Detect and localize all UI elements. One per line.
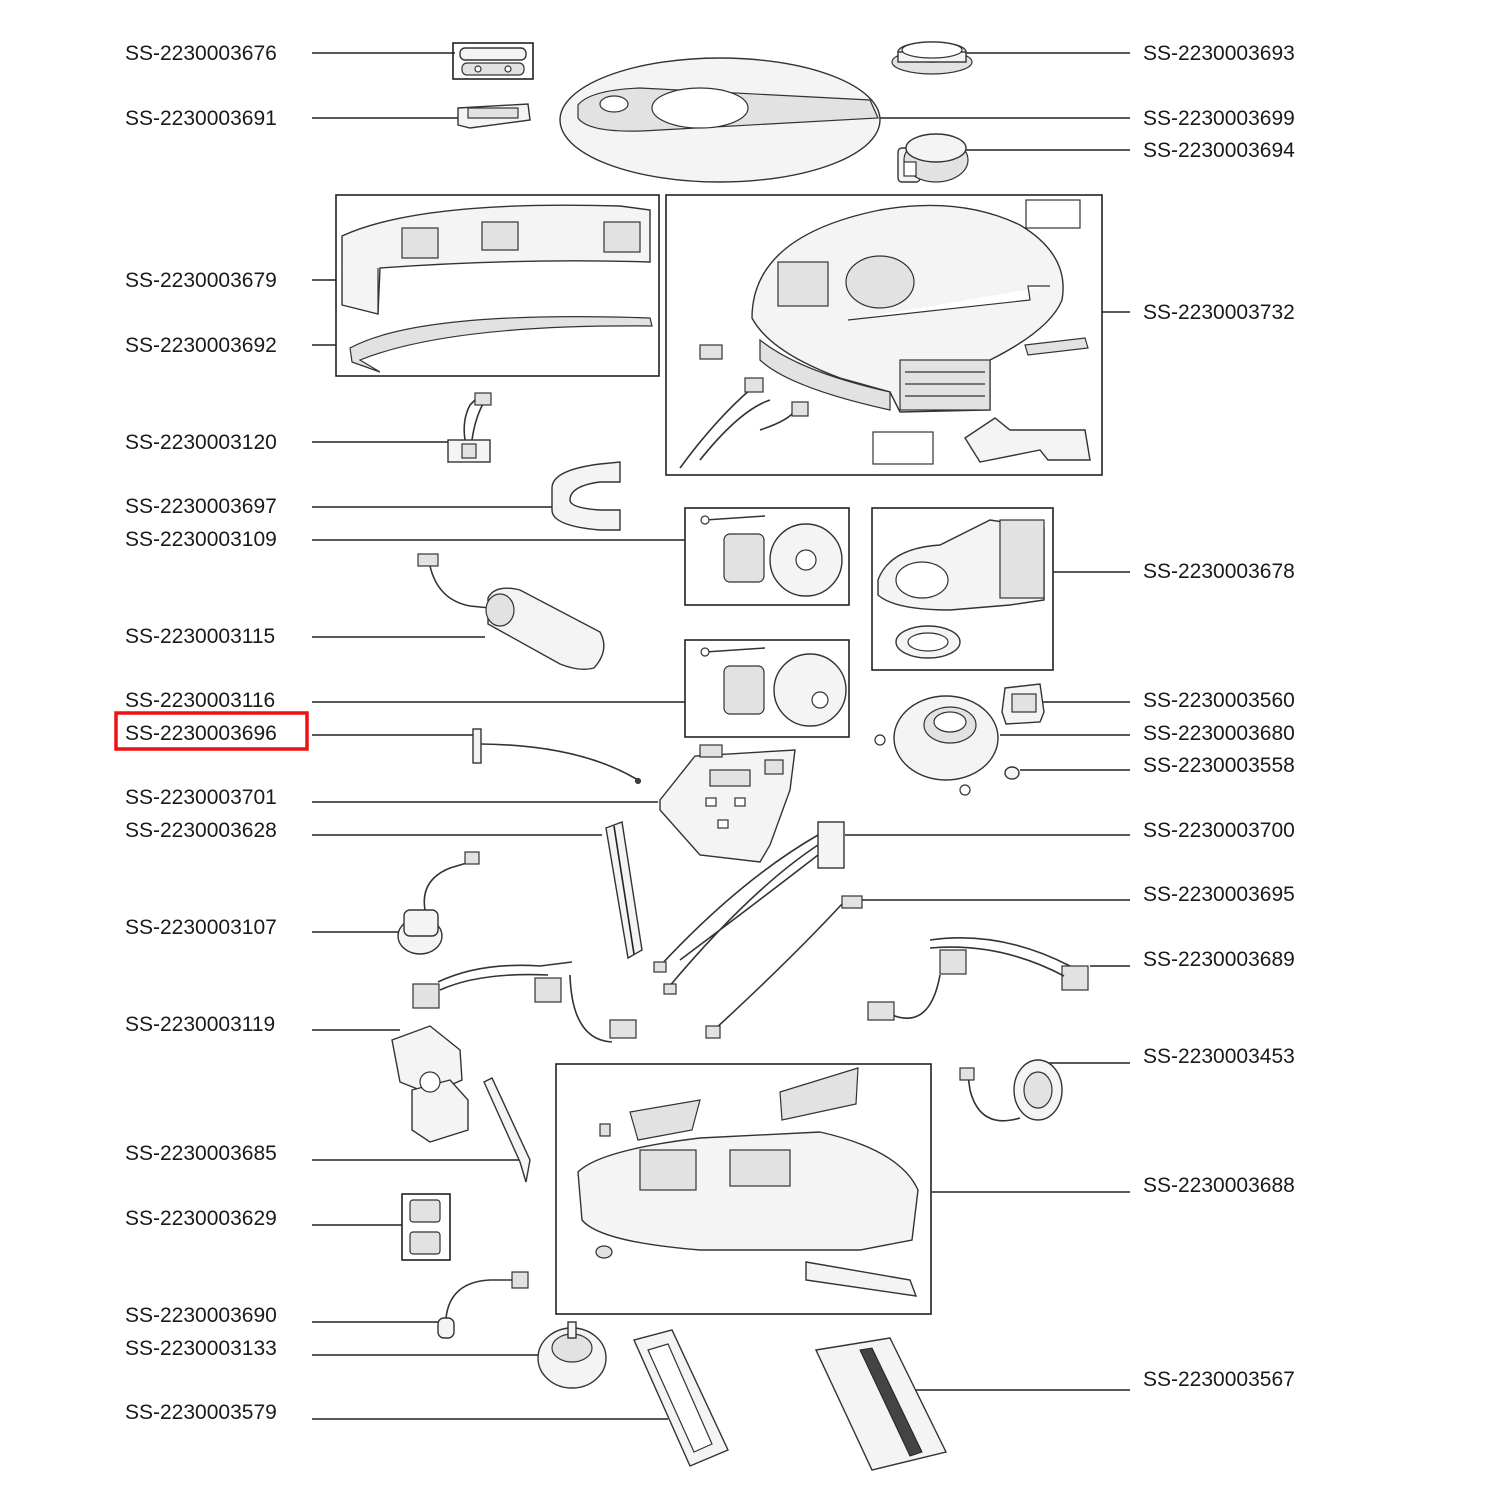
part-label-3691[interactable]: SS-2230003691 — [125, 107, 277, 130]
part-label-3676[interactable]: SS-2230003676 — [125, 42, 277, 65]
part-label-3732[interactable]: SS-2230003732 — [1143, 301, 1295, 324]
part-label-3701[interactable]: SS-2230003701 — [125, 786, 277, 809]
part-brush-cover — [633, 1329, 729, 1467]
part-label-3115[interactable]: SS-2230003115 — [125, 625, 275, 648]
part-small-connector — [447, 392, 492, 463]
part-label-3629[interactable]: SS-2230003629 — [125, 1207, 277, 1230]
part-button-pad — [452, 42, 534, 80]
part-main-chassis — [665, 194, 1103, 476]
part-grommet — [1004, 766, 1020, 780]
part-main-brush-frame — [814, 1337, 948, 1471]
part-label-3133[interactable]: SS-2230003133 — [125, 1337, 277, 1360]
part-label-3109[interactable]: SS-2230003109 — [125, 528, 277, 551]
part-lidar-cap — [891, 41, 973, 75]
part-vacuum-fan — [874, 695, 999, 796]
part-sensor-cable-left — [412, 961, 637, 1043]
part-bumper-assembly — [335, 194, 660, 377]
part-label-3690[interactable]: SS-2230003690 — [125, 1304, 277, 1327]
part-label-3678[interactable]: SS-2230003678 — [1143, 560, 1295, 583]
part-small-wire — [437, 1271, 529, 1339]
part-ribbon-cable — [551, 461, 621, 531]
part-sensor-bar — [605, 821, 643, 960]
part-fan-duct — [871, 507, 1054, 671]
part-side-brush-motor — [417, 553, 605, 671]
part-label-3560[interactable]: SS-2230003560 — [1143, 689, 1295, 712]
part-label-3689[interactable]: SS-2230003689 — [1143, 948, 1295, 971]
part-small-motor — [397, 851, 480, 955]
part-lidar-module — [897, 133, 969, 183]
part-label-3119[interactable]: SS-2230003119 — [125, 1013, 275, 1036]
part-round-sensor — [959, 1059, 1063, 1122]
part-label-3693[interactable]: SS-2230003693 — [1143, 42, 1295, 65]
part-label-3695[interactable]: SS-2230003695 — [1143, 883, 1295, 906]
part-label-3453[interactable]: SS-2230003453 — [1143, 1045, 1295, 1068]
right-callouts: SS-2230003693 SS-2230003699 SS-223000369… — [845, 42, 1295, 1391]
part-label-3116[interactable]: SS-2230003116 — [125, 689, 275, 712]
part-label-3628[interactable]: SS-2230003628 — [125, 819, 277, 842]
part-sensor-cable-right — [867, 937, 1089, 1021]
part-main-pcb — [659, 744, 796, 863]
part-label-3685[interactable]: SS-2230003685 — [125, 1142, 277, 1165]
part-pads-box — [401, 1193, 451, 1261]
part-label-3700[interactable]: SS-2230003700 — [1143, 819, 1295, 842]
part-label-3697[interactable]: SS-2230003697 — [125, 495, 277, 518]
part-label-3694[interactable]: SS-2230003694 — [1143, 139, 1295, 162]
part-label-3579[interactable]: SS-2230003579 — [125, 1401, 277, 1424]
part-label-3692[interactable]: SS-2230003692 — [125, 334, 277, 357]
part-label-3699[interactable]: SS-2230003699 — [1143, 107, 1295, 130]
part-right-wheel-module — [684, 507, 850, 606]
part-label-3107[interactable]: SS-2230003107 — [125, 916, 277, 939]
part-top-cover — [559, 57, 881, 183]
part-sensor-wire-3696 — [472, 728, 641, 784]
part-bottom-base — [555, 1063, 932, 1315]
part-cable-harness — [653, 821, 863, 1039]
part-bumper-button — [457, 103, 531, 129]
part-label-3120[interactable]: SS-2230003120 — [125, 431, 277, 454]
part-label-3680[interactable]: SS-2230003680 — [1143, 722, 1295, 745]
highlight-box — [114, 711, 309, 751]
part-left-wheel-module — [684, 639, 850, 738]
part-label-3696[interactable]: SS-2230003696 — [125, 722, 277, 745]
part-small-bracket-3560 — [1001, 683, 1045, 725]
part-label-3558[interactable]: SS-2230003558 — [1143, 754, 1295, 777]
part-label-3567[interactable]: SS-2230003567 — [1143, 1368, 1295, 1391]
part-thin-strip — [483, 1077, 531, 1183]
part-caster-wheel — [537, 1321, 607, 1389]
part-label-3688[interactable]: SS-2230003688 — [1143, 1174, 1295, 1197]
left-callouts: SS-2230003676 SS-2230003691 SS-223000367… — [114, 42, 685, 1424]
part-tank-block — [391, 1025, 469, 1143]
part-label-3679[interactable]: SS-2230003679 — [125, 269, 277, 292]
